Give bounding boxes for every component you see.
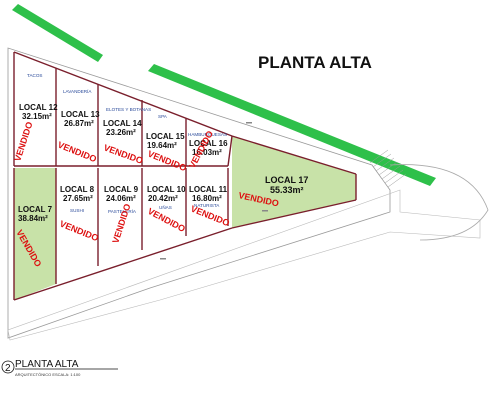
unit-local-15[interactable]: SPA LOCAL 15 19.64m² VENDIDO xyxy=(146,114,188,173)
local-17-fill xyxy=(232,136,356,228)
unit-local-9[interactable]: LOCAL 9 24.06m² PASTELERÍA VENDIDO xyxy=(104,185,139,245)
drawing-footer: 2 PLANTA ALTA ARQUITECTÓNICO ESCALA: 1:1… xyxy=(1,359,118,377)
local-12-sold-badge: VENDIDO xyxy=(12,121,34,163)
local-8-use: SUSHI xyxy=(70,208,84,213)
local-8-area: 27.65m² xyxy=(63,194,93,203)
local-14-use: ELOTES Y BOTANAS xyxy=(106,107,151,112)
local-17-name: LOCAL 17 xyxy=(265,175,308,185)
plan-title: PLANTA ALTA xyxy=(258,53,372,72)
local-12-area: 32.15m² xyxy=(22,112,52,121)
local-9-name: LOCAL 9 xyxy=(104,185,139,194)
local-10-area: 20.42m² xyxy=(148,194,178,203)
corridor-outline xyxy=(7,189,481,341)
local-7-area: 38.84m² xyxy=(18,214,48,223)
drawing-number: 2 xyxy=(5,363,11,374)
corridor-marks xyxy=(160,122,268,260)
local-14-area: 23.26m² xyxy=(106,128,136,137)
footer-title: PLANTA ALTA xyxy=(15,359,79,370)
footer-subtitle: ARQUITECTÓNICO ESCALA: 1:100 xyxy=(15,372,81,377)
local-9-use: PASTELERÍA xyxy=(108,208,137,214)
local-17-area: 55.33m² xyxy=(270,185,304,195)
local-9-area: 24.06m² xyxy=(106,194,136,203)
local-15-use: SPA xyxy=(158,114,168,119)
local-14-sold-badge: VENDIDO xyxy=(102,142,144,165)
green-strip-right xyxy=(148,64,436,186)
ramp-curve xyxy=(389,164,489,241)
unit-local-16[interactable]: HAMBURGUESAS LOCAL 16 16.03m² VENDIDO xyxy=(187,129,228,170)
local-14-name: LOCAL 14 xyxy=(103,119,142,128)
local-12-name: LOCAL 12 xyxy=(19,103,58,112)
local-8-name: LOCAL 8 xyxy=(60,185,95,194)
local-12-use: TACOS xyxy=(27,73,42,78)
local-15-name: LOCAL 15 xyxy=(146,132,185,141)
walls xyxy=(13,51,357,301)
local-15-sold-badge: VENDIDO xyxy=(146,149,188,174)
unit-local-12[interactable]: TACOS LOCAL 12 32.15m² VENDIDO xyxy=(12,73,58,163)
local-7-name: LOCAL 7 xyxy=(18,205,53,214)
unit-local-10[interactable]: LOCAL 10 20.42m² UÑAS VENDIDO xyxy=(146,185,187,234)
local-13-area: 26.87m² xyxy=(64,119,94,128)
local-11-name: LOCAL 11 xyxy=(189,185,228,194)
local-16-name: LOCAL 16 xyxy=(189,139,228,148)
unit-local-14[interactable]: ELOTES Y BOTANAS LOCAL 14 23.26m² VENDID… xyxy=(102,107,151,166)
local-13-name: LOCAL 13 xyxy=(61,110,100,119)
local-11-area: 16.80m² xyxy=(192,194,222,203)
local-10-use: UÑAS xyxy=(159,204,172,210)
drawing-number-circle xyxy=(1,360,15,374)
local-7-fill xyxy=(14,168,56,300)
local-16-use: HAMBURGUESAS xyxy=(188,132,227,137)
local-16-area: 16.03m² xyxy=(192,148,222,157)
local-10-sold-badge: VENDIDO xyxy=(146,206,187,234)
stairs xyxy=(369,149,407,188)
local-8-sold-badge: VENDIDO xyxy=(58,219,100,244)
unit-local-11[interactable]: LOCAL 11 16.80m² NATURISTA VENDIDO xyxy=(189,185,231,228)
unit-local-13[interactable]: LAVANDERÍA LOCAL 13 26.87m² VENDIDO xyxy=(56,88,100,164)
local-13-use: LAVANDERÍA xyxy=(63,88,92,94)
local-15-area: 19.64m² xyxy=(147,141,177,150)
building-outline xyxy=(7,47,391,339)
local-10-name: LOCAL 10 xyxy=(147,185,186,194)
unit-local-8[interactable]: LOCAL 8 27.65m² SUSHI VENDIDO xyxy=(58,185,100,243)
local-13-sold-badge: VENDIDO xyxy=(56,140,98,165)
local-11-use: NATURISTA xyxy=(194,203,220,208)
green-strip-left xyxy=(12,4,103,62)
